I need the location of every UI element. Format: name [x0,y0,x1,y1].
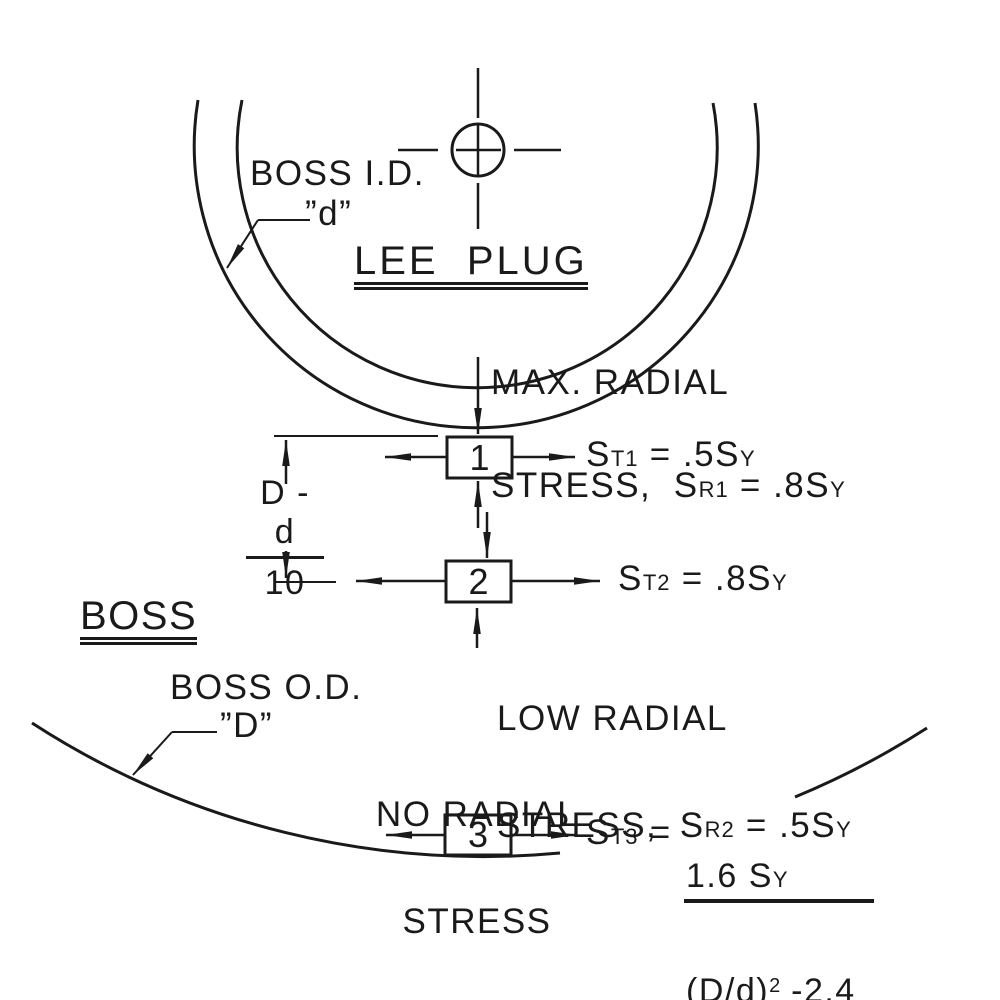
max-radial-line2: STRESS, SR1 = .8SY [491,466,846,505]
station1-stress-label: ST1 = .5SY [586,435,756,474]
no-radial-stress-note: NO RADIAL STRESS [337,726,617,1000]
station3-formula: 1.6 SY (D/d)2 -2.4 [684,791,874,1000]
station1-box [445,435,514,480]
station2-number: 2 [468,561,489,602]
no-radial-line1: NO RADIAL [375,795,579,834]
boss-id-dim-label: ”d” [305,194,353,233]
lee-plug-title: LEE PLUG [354,241,588,290]
boss-od-label: BOSS O.D. [170,668,363,707]
station3-number: 3 [467,814,489,855]
no-radial-line2: STRESS [402,902,552,941]
dim-numerator: D - d [246,474,324,559]
gap-dimension-fraction: D - d 10 [246,474,324,603]
boss-od-arc-right [794,726,928,799]
low-radial-line2: STRESS, SR2 = .5SY [497,806,852,845]
max-radial-line1: MAX. RADIAL [491,363,730,402]
dim-denominator: 10 [264,564,306,602]
station2-box [444,559,513,604]
formula-numerator: 1.6 SY [684,859,874,903]
boss-id-leader-arrow [226,219,259,269]
max-radial-stress-note: MAX. RADIAL STRESS, SR1 = .8SY [491,296,846,576]
low-radial-stress-note: LOW RADIAL STRESS, SR2 = .5SY [497,630,852,918]
center-mark-circle [450,122,506,178]
boss-od-dim-label: ”D” [220,706,274,745]
boss-id-label: BOSS I.D. [250,154,425,193]
boss-title: BOSS [80,596,198,645]
formula-denominator: (D/d)2 -2.4 [686,972,856,1000]
boss-od-leader-arrow [132,731,173,776]
station3-stress-label: ST3 = [586,813,672,852]
station1-number: 1 [469,437,490,478]
low-radial-line1: LOW RADIAL [497,699,728,738]
station2-stress-label: ST2 = .8SY [618,559,788,598]
